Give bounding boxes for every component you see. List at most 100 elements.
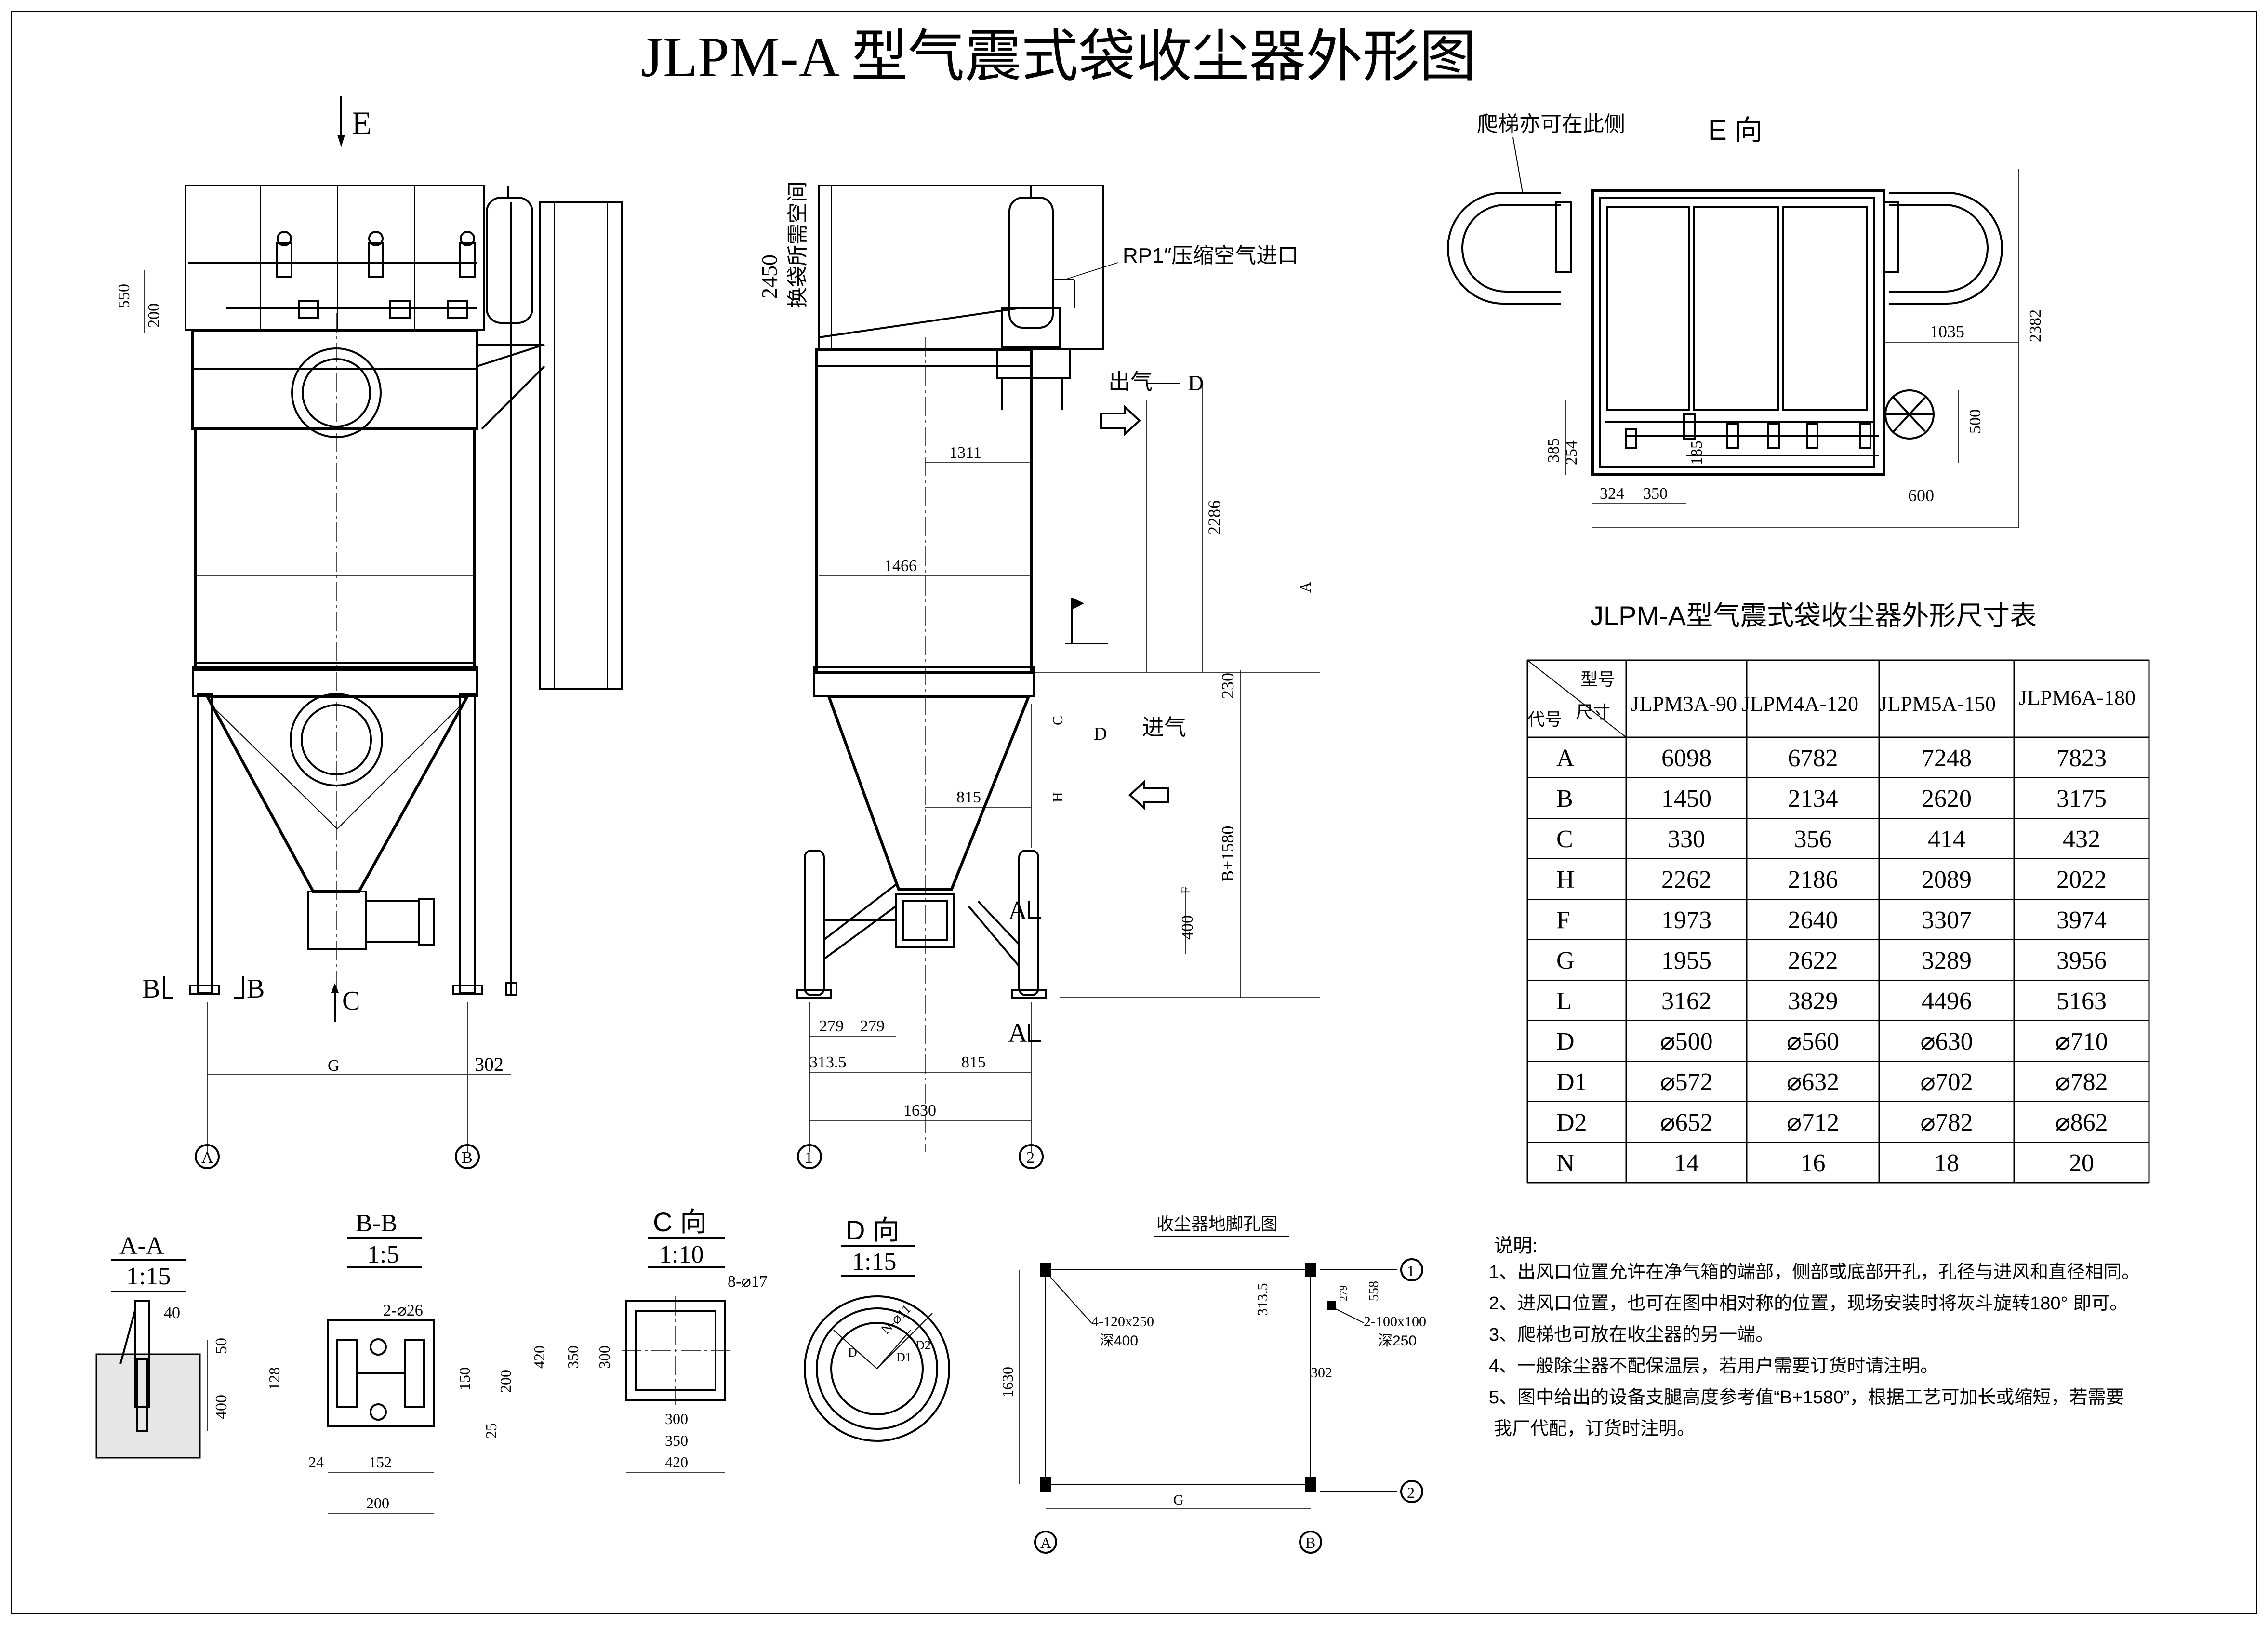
table-cell: 2262 xyxy=(1661,866,1711,893)
foundation-hole-large: 4-120x250 xyxy=(1091,1314,1154,1330)
section-aa-title: A-A xyxy=(119,1232,164,1260)
table-cell: ⌀632 xyxy=(1787,1068,1839,1096)
section-bb-dim-25: 25 xyxy=(482,1423,500,1439)
section-b-right: B xyxy=(247,974,265,1004)
table-cell: 6782 xyxy=(1788,745,1838,772)
view-c-dim-350-h: 350 xyxy=(665,1432,688,1449)
table-row-code: D2 xyxy=(1556,1109,1587,1136)
table-row-code: L xyxy=(1556,987,1572,1015)
table-grid xyxy=(1526,659,2150,1184)
foundation-dim-302: 302 xyxy=(1311,1365,1332,1381)
axis-b: B xyxy=(462,1149,473,1167)
table-cell: ⌀560 xyxy=(1787,1028,1839,1055)
axis-a: A xyxy=(201,1149,213,1167)
dim-1630: 1630 xyxy=(903,1102,936,1119)
table-cell: 2089 xyxy=(1922,866,1972,893)
foundation-dim-g: G xyxy=(1173,1492,1184,1508)
section-bb-dim-200-v: 200 xyxy=(497,1370,514,1393)
table-corner-code: 代号 xyxy=(1527,709,1562,729)
table-row-code: A xyxy=(1556,745,1575,772)
table-cell: 2622 xyxy=(1788,947,1838,974)
table-cell: 414 xyxy=(1928,826,1965,853)
table-row-code: C xyxy=(1556,826,1573,853)
view-c-dim-420-h: 420 xyxy=(665,1453,688,1471)
bag-space-value: 2450 xyxy=(757,254,782,299)
outlet-d: D xyxy=(1188,371,1204,395)
dim-500: 500 xyxy=(1966,409,1984,434)
table-col-2: JLPM5A-150 xyxy=(1879,692,1996,716)
dim-c: C xyxy=(1050,716,1066,725)
table-cell: 330 xyxy=(1668,826,1705,853)
table-cell: ⌀500 xyxy=(1660,1028,1712,1055)
foundation-dim-1630: 1630 xyxy=(999,1367,1016,1398)
table-cell: 7248 xyxy=(1922,745,1972,772)
table-cell: 2620 xyxy=(1922,785,1972,812)
foundation-dim-279: 279 xyxy=(1337,1285,1349,1301)
table-cell: 7823 xyxy=(2056,745,2107,772)
view-c: C 向 1:10 8-⌀17 420 350 300 300 350 420 xyxy=(531,1207,768,1473)
note-6: 我厂代配，订货时注明。 xyxy=(1494,1419,1695,1439)
dim-385: 385 xyxy=(1545,438,1563,463)
foundation-plan: 收尘器地脚孔图 4-120x250 深400 2-100x100 深250 31… xyxy=(999,1214,1426,1554)
section-bb-dim-150: 150 xyxy=(456,1367,473,1390)
axis-2: 2 xyxy=(1026,1149,1035,1167)
dim-a: A xyxy=(1297,582,1314,593)
drawing-title: JLPM-A 型气震式袋收尘器外形图 xyxy=(641,26,1476,89)
dim-600: 600 xyxy=(1908,486,1934,505)
notes: 说明: 1、出风口位置允许在净气箱的端部，侧部或底部开孔，孔径与进风和直径相同。… xyxy=(1489,1235,2140,1439)
table-title: JLPM-A型气震式袋收尘器外形尺寸表 xyxy=(1590,600,2037,631)
table-col-1: JLPM4A-120 xyxy=(1742,692,1858,716)
table-cell: 4496 xyxy=(1922,987,1972,1015)
section-b-left: B xyxy=(142,974,160,1004)
table-row-code: H xyxy=(1556,866,1575,893)
ladder-note: 爬梯亦可在此侧 xyxy=(1477,112,1625,136)
dimension-table: JLPM-A型气震式袋收尘器外形尺寸表 型号 尺寸 代号 JLPM3A-90 J… xyxy=(1526,600,2150,1184)
bag-space-label: 换袋所需空间 xyxy=(786,181,809,308)
foundation-hole-small: 2-100x100 xyxy=(1364,1314,1426,1330)
section-aa: A-A 1:15 40 50 400 xyxy=(95,1232,230,1459)
dim-550: 550 xyxy=(115,284,133,308)
inlet-d: D xyxy=(1094,724,1107,744)
note-3: 3、爬梯也可放在收尘器的另一端。 xyxy=(1489,1325,1774,1345)
inlet-label: 进气 xyxy=(1142,715,1186,740)
dim-185: 185 xyxy=(1688,440,1706,465)
dim-h: H xyxy=(1050,792,1066,802)
table-row-code: N xyxy=(1556,1149,1575,1177)
view-c-dim-300-v: 300 xyxy=(596,1345,613,1369)
foundation-hole-small-depth: 深250 xyxy=(1378,1333,1417,1349)
table-cell: ⌀710 xyxy=(2055,1028,2108,1055)
section-a-lower: A xyxy=(1008,1018,1028,1048)
table-cell: 5163 xyxy=(2056,987,2107,1015)
section-aa-scale: 1:15 xyxy=(126,1263,171,1290)
dim-350: 350 xyxy=(1643,485,1668,503)
section-bb-dim-152: 152 xyxy=(369,1453,392,1471)
table-row-code: D xyxy=(1556,1028,1575,1055)
section-bb-title: B-B xyxy=(356,1210,398,1237)
table-cell: 6098 xyxy=(1661,745,1711,772)
view-d-d2: D2 xyxy=(915,1338,931,1352)
section-bb-dim-128: 128 xyxy=(265,1367,283,1390)
side-view: 2450 换袋所需空间 RP1″压缩空气进口 出气 D 1311 1466 22… xyxy=(757,181,1320,1169)
view-d-title: D 向 xyxy=(846,1215,900,1245)
table-cell: 3307 xyxy=(1922,906,1972,934)
table-cell: ⌀572 xyxy=(1660,1068,1712,1096)
section-bb-dim-24: 24 xyxy=(308,1453,324,1471)
foundation-title: 收尘器地脚孔图 xyxy=(1156,1214,1278,1234)
dim-254: 254 xyxy=(1563,440,1580,465)
dim-b1580: B+1580 xyxy=(1218,826,1237,882)
dim-g: G xyxy=(328,1057,340,1075)
table-cell: 1450 xyxy=(1661,785,1711,812)
view-d-scale: 1:15 xyxy=(852,1248,896,1276)
foundation-axis-2: 2 xyxy=(1407,1484,1415,1501)
table-cell: ⌀712 xyxy=(1787,1109,1839,1136)
table-col-3: JLPM6A-180 xyxy=(2019,686,2135,709)
section-bb-holes: 2-⌀26 xyxy=(383,1302,423,1319)
table-row-code: F xyxy=(1556,906,1570,934)
section-aa-dim-400: 400 xyxy=(212,1395,230,1419)
front-view: E xyxy=(115,96,623,1169)
table-line xyxy=(1527,660,1627,738)
e-view: 爬梯亦可在此侧 E 向 1035 23 xyxy=(1447,112,2044,528)
view-c-dim-350-v: 350 xyxy=(564,1345,582,1369)
notes-heading: 说明: xyxy=(1494,1235,1538,1256)
